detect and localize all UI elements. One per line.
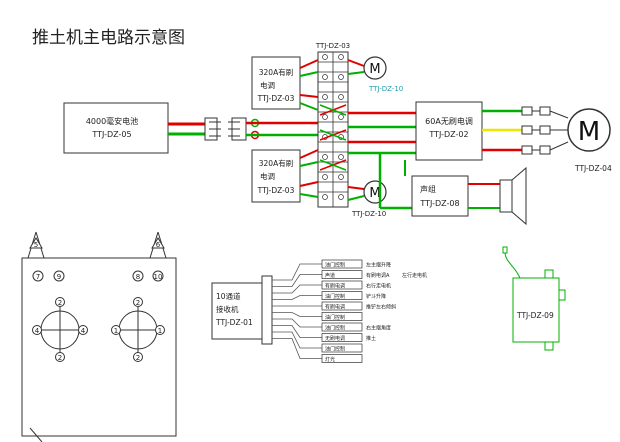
receiver-channel-label: 有刷电调 [325,304,345,311]
receiver-channel-wire [272,325,322,338]
motor-small-top: M TTJ-DZ-10 [347,56,403,93]
esc-bottom-line1: 320A有刷 [259,158,293,168]
receiver-channel-label: 油门控制 [325,325,345,332]
receiver-channel-box [321,259,363,269]
esc-top-line1: 320A有刷 [259,67,293,77]
right-stick-left: 1 [114,327,118,335]
speaker-icon [499,166,527,226]
feed-wires [348,111,416,210]
receiver-channel-wire [272,295,322,300]
switch-ch8: 8 [136,273,140,281]
receiver-channel-note: 右行走电机 [366,283,391,290]
receiver-channel-note: 右主摆角度 [366,325,391,332]
battery: 4000毫安电池 TTJ-DZ-05 [63,102,169,154]
esc-top-line2: 电调 [260,80,275,90]
receiver-channel-wire [272,338,322,359]
receiver-channel-label: 有刷电调 [325,283,345,290]
receiver-channel-label: 油门控制 [325,293,345,300]
esc-brushless-wires [482,106,569,155]
terminal-block: TTJ-DZ-03 [315,42,350,208]
left-stick: 2 4 4 2 [32,297,88,362]
receiver-channel-box [321,322,363,332]
receiver-channel-note: 有刷电调A [366,272,390,279]
transmitter: 5 6 7 9 8 10 2 4 4 2 [21,231,177,442]
receiver-channel-note: 左主摆升降 [366,262,391,269]
receiver-channel-box [321,343,363,353]
receiver-channel-label: 无刷电调 [325,335,345,342]
esc-top-line3: TTJ-DZ-03 [257,94,295,103]
receiver-channel-wire [272,263,322,281]
battery-code: TTJ-DZ-05 [91,130,131,139]
motor-small-bottom-label: TTJ-DZ-10 [351,210,386,218]
diagram-title: 推土机主电路示意图 [32,28,185,48]
motor-small-top-label: TTJ-DZ-10 [368,85,403,93]
motor-big: M TTJ-DZ-04 [567,108,612,173]
receiver-channel-wire [272,318,322,328]
left-stick-up: 2 [58,299,62,307]
esc-brushless-line2: TTJ-DZ-02 [428,130,468,139]
receiver-channel-wire [272,274,322,287]
receiver-channel-note: 推土 [366,335,376,342]
battery-wires [168,117,318,141]
left-stick-left: 4 [35,327,40,335]
esc-bottom-line3: TTJ-DZ-03 [257,186,295,195]
esc-bottom-line2: 电调 [260,171,275,181]
switch-ch7: 7 [36,273,40,281]
servo: TTJ-DZ-09 [502,246,566,351]
left-stick-right: 4 [81,327,86,335]
motor-small-top-symbol: M [369,62,380,77]
antenna-left-label: 5 [34,241,38,249]
receiver-line2: 接收机 [216,304,239,314]
right-stick-down: 2 [136,354,140,362]
receiver: 10通道 接收机 TTJ-DZ-01 [211,275,273,345]
esc-bottom-wires [299,149,319,198]
antenna-right-label: 6 [156,241,161,249]
receiver-line3: TTJ-DZ-01 [215,318,253,327]
receiver-channel-note: 铲斗升降 [366,293,386,300]
sound-line2: TTJ-DZ-08 [419,199,459,208]
receiver-channel-label: 油门控制 [325,346,345,353]
esc-top: 320A有刷 电调 TTJ-DZ-03 [251,56,301,110]
esc-brushless: 60A无刷电调 TTJ-DZ-02 [415,101,483,161]
terminal-cross-wires [319,104,347,171]
esc-brushless-line1: 60A无刷电调 [425,116,473,126]
right-stick-right: 1 [158,327,162,335]
servo-label: TTJ-DZ-09 [516,311,554,320]
receiver-channel-box [321,301,363,311]
receiver-line1: 10通道 [216,291,241,301]
motor-small-bottom-symbol: M [369,186,380,201]
receiver-channel-box [321,333,363,342]
right-stick: 2 1 1 2 [111,297,165,362]
sound-module: 声组 TTJ-DZ-08 [404,160,500,217]
receiver-channel-box [321,354,363,363]
motor-big-label: TTJ-DZ-04 [574,164,612,173]
esc-bottom: 320A有刷 电调 TTJ-DZ-03 [251,149,301,203]
receiver-channel-label: 油门控制 [325,314,345,321]
receiver-channel-note: 推铲左右倾斜 [366,304,396,311]
switch-ch9: 9 [57,273,61,281]
switch-ch10: 10 [154,273,163,281]
receiver-channel-box [321,270,363,279]
receiver-channel-label: 油门控制 [325,262,345,269]
receiver-channel-label: 灯光 [325,356,335,363]
left-stick-down: 2 [58,354,62,362]
sound-line1: 声组 [420,184,436,194]
motor-big-symbol: M [578,117,600,147]
right-stick-up: 2 [136,299,140,307]
receiver-channel-note: 左行走电机 [402,272,427,279]
battery-label: 4000毫安电池 [86,116,138,126]
receiver-channel-wire [272,312,322,317]
receiver-channel-box [321,312,363,321]
receiver-channel-wire [272,331,322,349]
esc-top-wires [299,59,319,111]
receiver-channel-label: 声道 [325,272,335,279]
terminal-label: TTJ-DZ-03 [315,42,350,50]
receiver-channel-box [321,280,363,290]
receiver-channel-box [321,291,363,300]
receiver-channel-wire [272,284,322,294]
